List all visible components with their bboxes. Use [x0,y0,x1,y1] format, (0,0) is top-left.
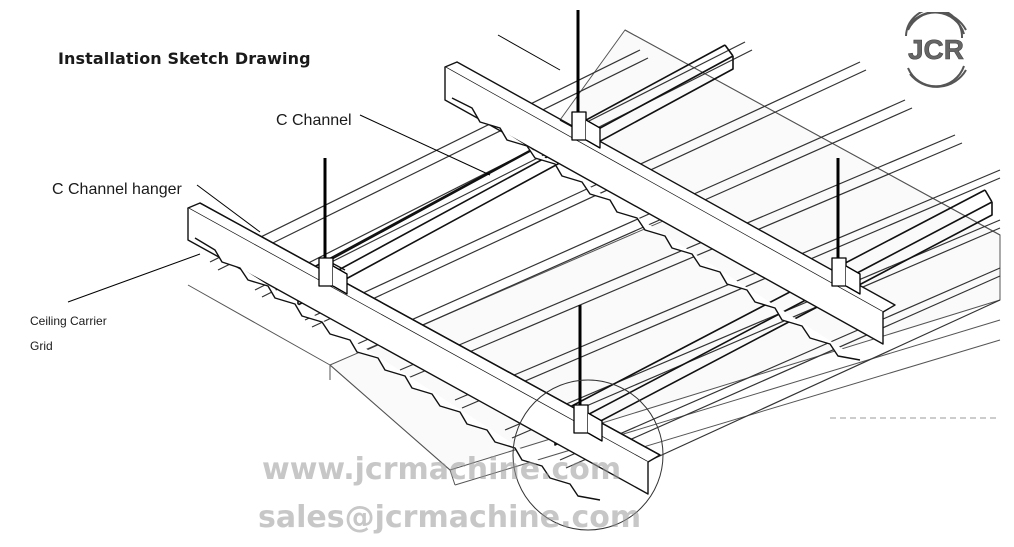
logo-text: JCR [908,34,964,65]
leader-lines [67,34,561,303]
jcr-logo: JCR [890,8,982,90]
hanger-rods [323,10,840,410]
watermark-website: www.jcrmachine.com [262,452,622,487]
diagram-title: Installation Sketch Drawing [58,49,311,68]
carrier-grid-right [444,61,896,361]
c-channel-hanger-label: C Channel hanger [52,181,182,198]
detail-circle [512,379,664,531]
watermark-email: sales@jcrmachine.com [258,500,642,535]
hanger-clips [318,111,861,442]
ceiling-carrier-grid-label: Grid [30,339,53,353]
c-channel-label: C Channel [276,112,352,129]
ceiling-panels [187,29,1001,486]
carrier-grid-left [187,202,661,501]
ceiling-carrier-label: Ceiling Carrier [30,314,107,328]
